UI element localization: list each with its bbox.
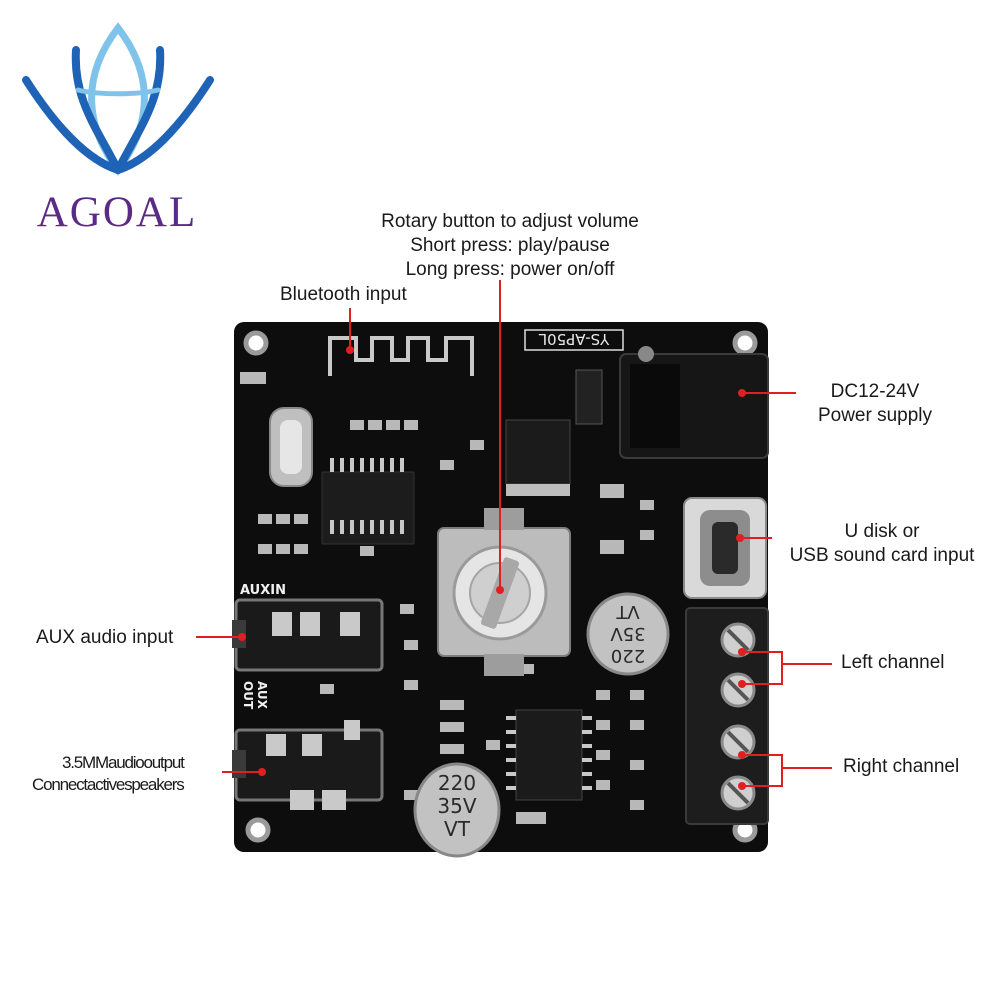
capacitor-small-line2: 35V <box>610 623 646 644</box>
capacitor-small-line3: VT <box>615 601 639 622</box>
capacitor-small-line1: 220 <box>611 645 645 666</box>
aux-in-callout: AUX audio input <box>36 627 174 648</box>
agoal-logo-icon <box>22 22 214 176</box>
mounting-holes <box>243 330 758 843</box>
right-channel-callout: Right channel <box>843 756 960 777</box>
capacitor-large <box>413 762 501 858</box>
capacitor-large-line1: 220 <box>438 771 476 795</box>
aux-in-label: AUXIN <box>240 583 286 598</box>
usb-callout: U disk or USB sound card input <box>772 520 992 568</box>
volume-callout-line3: Long press: power on/off <box>405 259 615 280</box>
callout-lines <box>196 280 832 787</box>
brand-name: AGOAL <box>36 189 198 236</box>
aux-out-callout-line1: 3.5MMaudiooutput <box>62 753 185 772</box>
aux-out-callout-line2: Connectactivespeakers <box>32 775 185 794</box>
speaker-terminal-block <box>685 607 769 825</box>
volume-callout: Rotary button to adjust volume Short pre… <box>340 210 680 282</box>
amplifier-chip <box>515 709 583 801</box>
model-label: YS-AP50L <box>538 330 610 348</box>
power-callout-line1: DC12-24V <box>830 381 920 402</box>
aux-out-label-line2: OUT <box>241 681 255 710</box>
capacitor-small <box>586 592 670 676</box>
aux-out-callout: 3.5MMaudiooutput Connectactivespeakers <box>32 752 185 796</box>
usb-callout-line2: USB sound card input <box>789 545 975 566</box>
power-callout-line2: Power supply <box>817 405 933 426</box>
capacitor-large-line2: 35V <box>437 794 476 818</box>
bluetooth-callout: Bluetooth input <box>280 284 407 305</box>
capacitor-large-line3: VT <box>444 817 471 841</box>
volume-callout-line1: Rotary button to adjust volume <box>381 211 639 232</box>
aux-out-label-line1: AUX <box>255 681 269 710</box>
usb-callout-line1: U disk or <box>844 521 920 542</box>
power-callout: DC12-24V Power supply <box>800 380 950 428</box>
bluetooth-antenna <box>328 336 474 376</box>
left-channel-callout: Left channel <box>841 652 945 673</box>
volume-callout-line2: Short press: play/pause <box>410 235 610 256</box>
